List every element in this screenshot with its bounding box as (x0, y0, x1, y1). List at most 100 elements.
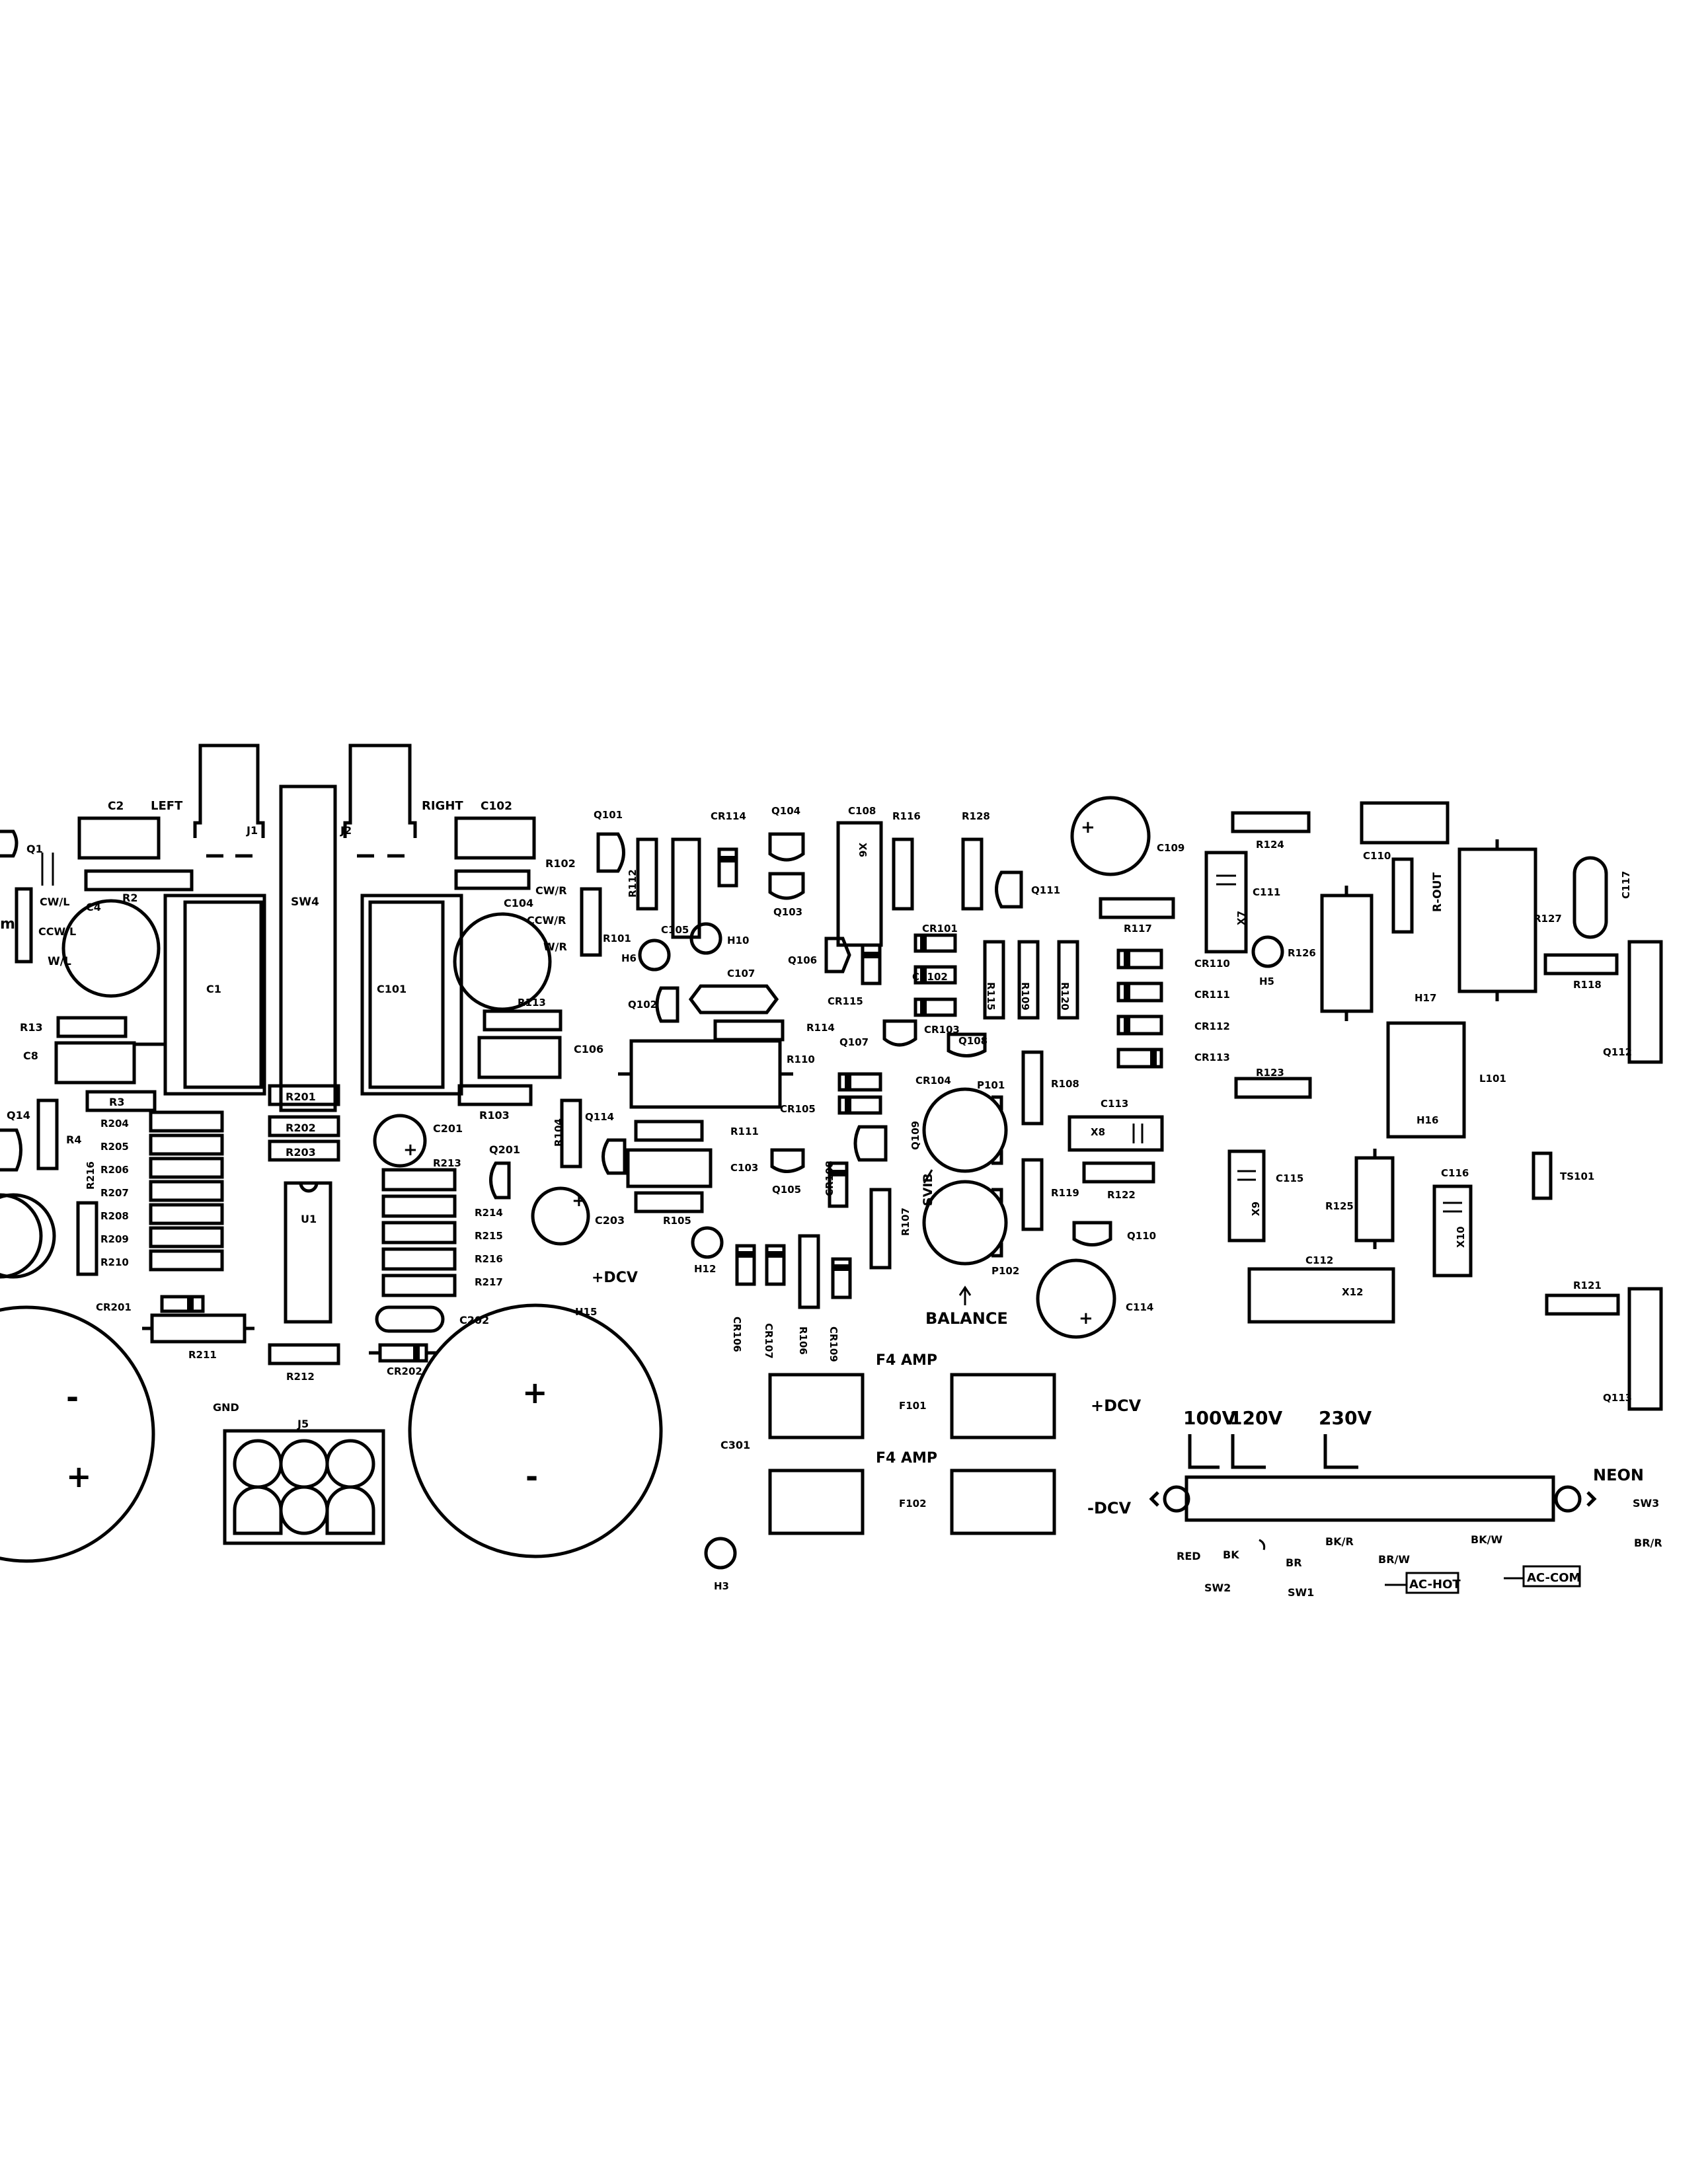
label-br: BR (1286, 1556, 1302, 1569)
ac-hot-label-box (1405, 1572, 1459, 1594)
cr107-diode-outline (765, 1244, 786, 1286)
r128-resistor-outline (961, 837, 984, 911)
q102-transistor-outline (655, 986, 679, 1023)
label-x9: X9 (1250, 1202, 1262, 1216)
label-cr108: CR108 (824, 1161, 835, 1196)
label-r203: R203 (286, 1146, 316, 1159)
label-r208: R208 (100, 1210, 129, 1222)
f102-fuse-holder-left (768, 1469, 865, 1535)
label-r213: R213 (433, 1157, 461, 1169)
label-r112: R112 (627, 869, 639, 898)
label-r206: R206 (100, 1164, 129, 1176)
label-gnd: GND (213, 1401, 239, 1414)
label-q14: Q14 (7, 1109, 30, 1122)
cr104-diode-outline (837, 1072, 882, 1092)
label-q102: Q102 (628, 999, 657, 1011)
r124-resistor-outline (1231, 811, 1311, 833)
r123-resistor-outline (1234, 1077, 1312, 1099)
label-cr106: CR106 (731, 1317, 743, 1352)
f101-fuse-holder-right (950, 1373, 1056, 1439)
label-c105: C105 (661, 924, 689, 936)
r216-resistor-outline (76, 1201, 98, 1276)
c101-capacitor-outline (360, 894, 463, 1096)
label-ts101: TS101 (1560, 1170, 1594, 1182)
label-r207: R207 (100, 1187, 129, 1199)
label-sw2: SW2 (1204, 1582, 1231, 1594)
r118-resistor-outline (1543, 953, 1619, 976)
label-r2: R2 (122, 892, 137, 904)
label-r126: R126 (1288, 947, 1316, 959)
polarity-minus-c301: - (525, 1459, 538, 1494)
label-230v: 230V (1319, 1407, 1372, 1429)
label-red: RED (1177, 1550, 1201, 1562)
r117-resistor-outline (1099, 897, 1175, 919)
h3-hole (704, 1537, 737, 1570)
label-c4: C4 (86, 901, 101, 913)
q108-transistor-outline (947, 1032, 987, 1057)
label-cr115: CR115 (828, 995, 863, 1007)
label-r110: R110 (787, 1053, 815, 1065)
label-r3: R3 (109, 1096, 124, 1108)
r104-resistor-outline (560, 1098, 582, 1168)
q1-transistor-outline (0, 829, 19, 858)
f101-fuse-holder-left (768, 1373, 865, 1439)
q109-transistor-outline (853, 1125, 888, 1162)
cr108-diode-outline (828, 1161, 849, 1208)
c116-capacitor-outline (1432, 1184, 1473, 1278)
label-cr103: CR103 (924, 1024, 960, 1036)
r2-resistor-outline (84, 869, 194, 892)
r103-resistor-outline (457, 1084, 533, 1106)
c115-capacitor-outline (1227, 1149, 1266, 1243)
label-ac-hot: AC-HOT (1409, 1578, 1461, 1591)
label-q105: Q105 (772, 1184, 801, 1196)
q105-transistor-outline (770, 1148, 805, 1173)
r204-resistor-outline (149, 1110, 224, 1133)
label-cr113: CR113 (1194, 1052, 1230, 1063)
polarity-plus-c109: + (1081, 818, 1095, 837)
label-cr101: CR101 (922, 923, 958, 935)
label-h3: H3 (714, 1580, 729, 1592)
label-sw1: SW1 (1288, 1586, 1314, 1599)
label-c115: C115 (1276, 1172, 1303, 1184)
label-f4-amp-1: F4 AMP (876, 1352, 937, 1369)
r113-resistor-outline (483, 1009, 563, 1032)
label-c107: C107 (727, 968, 755, 979)
label-x8: X8 (1091, 1126, 1105, 1138)
c111-capacitor-outline (1204, 851, 1248, 954)
cr201-diode-outline (160, 1295, 205, 1313)
q201-transistor-outline (489, 1161, 511, 1200)
label-cr109: CR109 (828, 1326, 839, 1362)
label-c2: C2 (108, 800, 124, 813)
label-r216: R216 (475, 1253, 503, 1265)
label-r108: R108 (1051, 1078, 1079, 1090)
cr106-diode-outline (735, 1244, 756, 1286)
label-cr111: CR111 (1194, 989, 1230, 1001)
label-f4-amp-2: F4 AMP (876, 1450, 937, 1467)
labels: C2 LEFT J1 SW4 J2 RIGHT C102 Q1 R2 CW/L … (0, 799, 1662, 1599)
label-w-r: W/R (543, 940, 567, 953)
label-c1: C1 (206, 983, 221, 995)
label-cr104: CR104 (915, 1075, 951, 1087)
label-r211: R211 (188, 1349, 217, 1361)
label-c117: C117 (1620, 871, 1632, 899)
label-plus-dcv-right: +DCV (1091, 1397, 1142, 1415)
c107-capacitor-outline (688, 984, 779, 1014)
sw4-switch-outline (279, 784, 337, 1112)
label-sw3: SW3 (1633, 1497, 1659, 1510)
label-r116: R116 (892, 810, 921, 822)
label-c104: C104 (504, 897, 533, 909)
q107-transistor-outline (882, 1019, 917, 1047)
r202-resistor-outline (268, 1115, 340, 1137)
q114-transistor-outline (602, 1138, 627, 1175)
label-r121: R121 (1573, 1280, 1602, 1291)
label-r117: R117 (1124, 923, 1152, 935)
label-cr112: CR112 (1194, 1020, 1230, 1032)
c113-capacitor-outline (1068, 1115, 1164, 1152)
label-c112: C112 (1305, 1254, 1333, 1266)
c1-capacitor-outline (163, 894, 266, 1096)
label-cr107: CR107 (763, 1323, 775, 1359)
label-c110: C110 (1363, 850, 1391, 862)
label-bk-r: BK/R (1325, 1535, 1354, 1548)
label-r214: R214 (475, 1207, 503, 1219)
